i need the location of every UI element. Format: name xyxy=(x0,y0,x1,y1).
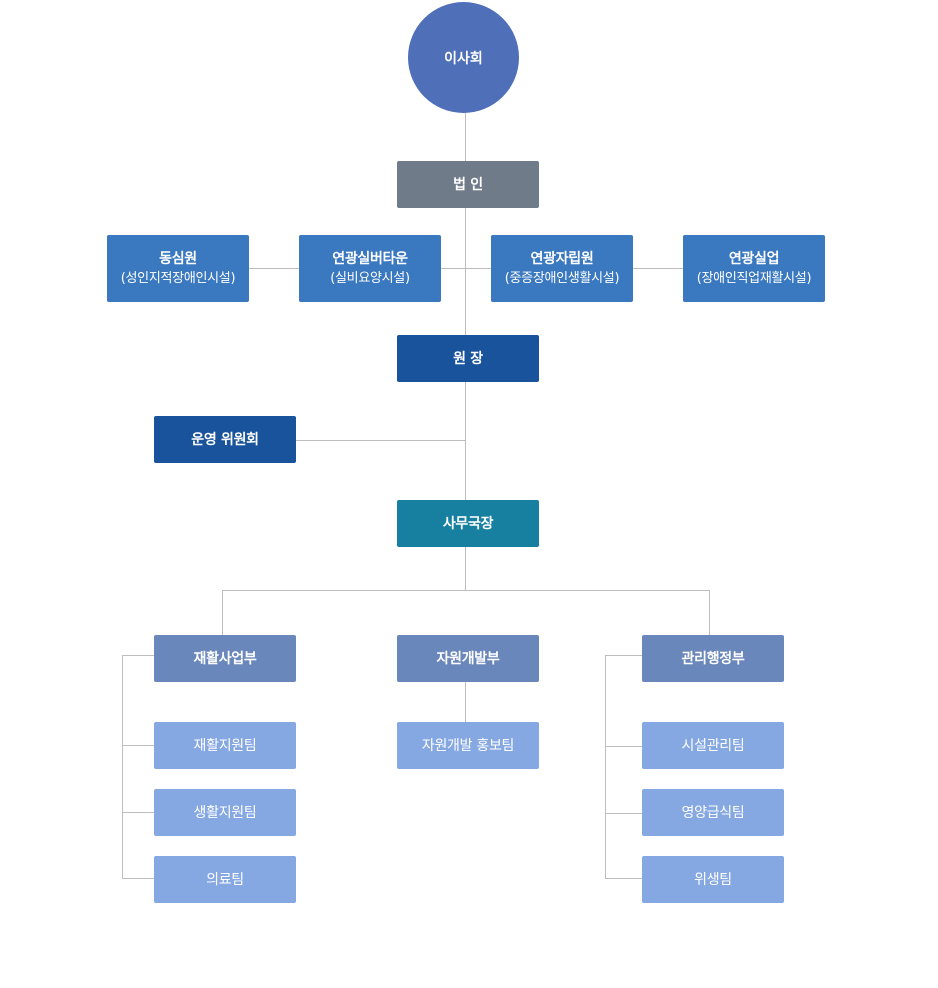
facility-name: 연광실버타운 xyxy=(332,251,408,267)
connector-dept3-bracket xyxy=(605,655,606,878)
department-node-rehab: 재활사업부 xyxy=(154,635,296,682)
connector-dept2-team xyxy=(465,682,466,722)
facility-node-dongsimwon: 동심원 (성인지적장애인시설) xyxy=(107,235,249,302)
connector-dept1-bracket xyxy=(122,655,123,878)
corporation-label: 법 인 xyxy=(453,176,483,193)
connector-committee xyxy=(296,440,466,441)
facility-node-silver-town: 연광실버타운 (실비요양시설) xyxy=(299,235,441,302)
team-node: 영양급식팀 xyxy=(642,789,784,836)
facility-name: 연광실업 xyxy=(728,251,780,267)
connector-dept3-team1 xyxy=(605,746,642,747)
facility-name: 연광자립원 xyxy=(530,251,594,267)
team-node: 자원개발 홍보팀 xyxy=(397,722,539,769)
connector-departments xyxy=(222,590,710,591)
connector-dept3-team3 xyxy=(605,878,642,879)
connector-dept1-team2 xyxy=(122,812,154,813)
team-label: 영양급식팀 xyxy=(681,804,745,821)
connector-dept1-team1 xyxy=(122,745,154,746)
team-label: 시설관리팀 xyxy=(681,737,745,754)
secretary-node: 사무국장 xyxy=(397,500,539,547)
team-node: 재활지원팀 xyxy=(154,722,296,769)
team-node: 시설관리팀 xyxy=(642,722,784,769)
committee-label: 운영 위원회 xyxy=(191,431,259,448)
department-node-resource: 자원개발부 xyxy=(397,635,539,682)
team-label: 위생팀 xyxy=(694,871,732,888)
team-label: 재활지원팀 xyxy=(193,737,257,754)
director-label: 원 장 xyxy=(453,350,483,367)
corporation-node: 법 인 xyxy=(397,161,539,208)
facility-sub: (실비요양시설) xyxy=(330,271,410,286)
team-node: 위생팀 xyxy=(642,856,784,903)
facility-sub: (중증장애인생활시설) xyxy=(504,271,620,286)
board-node: 이사회 xyxy=(408,2,519,113)
connector-dept1-team3 xyxy=(122,878,154,879)
department-node-admin: 관리행정부 xyxy=(642,635,784,682)
facility-sub: (성인지적장애인시설) xyxy=(120,271,236,286)
team-node: 의료팀 xyxy=(154,856,296,903)
connector-dept3-team2 xyxy=(605,813,642,814)
facility-node-jaribwon: 연광자립원 (중증장애인생활시설) xyxy=(491,235,633,302)
connector-dept3-drop xyxy=(709,590,710,635)
department-label: 자원개발부 xyxy=(436,650,500,667)
director-node: 원 장 xyxy=(397,335,539,382)
connector-facilities xyxy=(249,268,683,269)
department-label: 재활사업부 xyxy=(193,650,257,667)
department-label: 관리행정부 xyxy=(681,650,745,667)
board-label: 이사회 xyxy=(444,50,483,67)
committee-node: 운영 위원회 xyxy=(154,416,296,463)
connector-dept3-top xyxy=(605,655,642,656)
secretary-label: 사무국장 xyxy=(442,515,494,532)
team-label: 자원개발 홍보팀 xyxy=(421,737,515,754)
team-node: 생활지원팀 xyxy=(154,789,296,836)
connector-dept1-top xyxy=(122,655,154,656)
facility-name: 동심원 xyxy=(159,251,197,267)
facility-sub: (장애인직업재활시설) xyxy=(696,271,812,286)
facility-node-silup: 연광실업 (장애인직업재활시설) xyxy=(683,235,825,302)
team-label: 의료팀 xyxy=(206,871,244,888)
connector-dept1-drop xyxy=(222,590,223,635)
team-label: 생활지원팀 xyxy=(193,804,257,821)
